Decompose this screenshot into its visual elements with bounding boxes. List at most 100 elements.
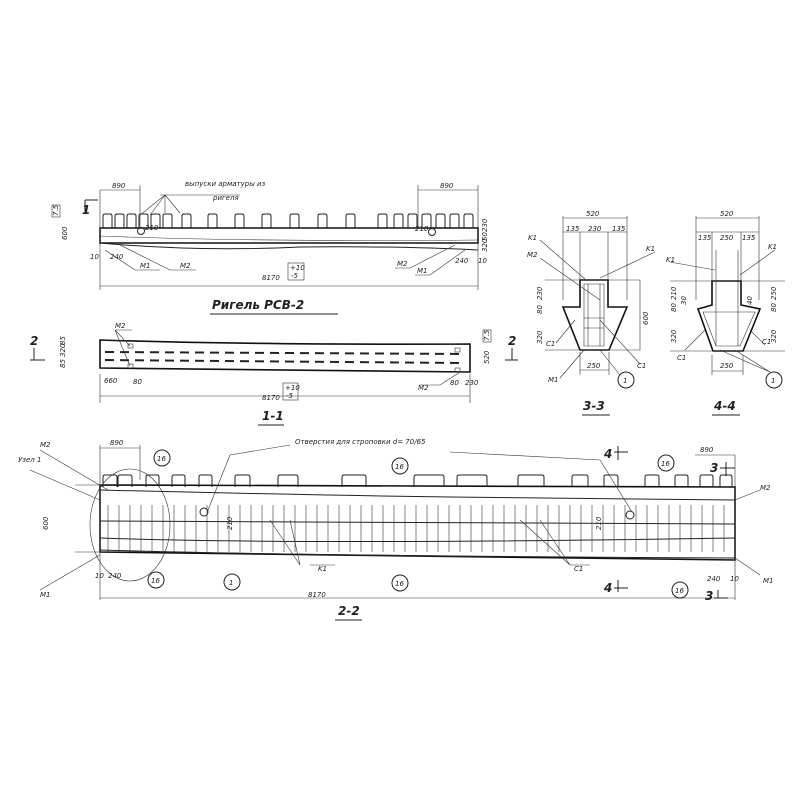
label-k1-right: K1 [768, 243, 777, 251]
frame-stirrups [107, 505, 725, 552]
position-16-circle [153, 449, 171, 467]
dim-660: 660 [104, 377, 118, 385]
position-16-label: 16 [675, 587, 684, 595]
label-m2-right: M2 [760, 484, 771, 492]
dim-320-left: 320 [670, 329, 678, 343]
frame-loop [277, 474, 299, 487]
title-section-2-2: 2-2 [338, 604, 360, 618]
section-2-2: Отверстия для строповки d= 70/65 Узел 1 … [18, 438, 774, 621]
lifting-hole [199, 507, 209, 517]
frame-loop [341, 474, 367, 487]
label-k1-left: K1 [666, 256, 675, 264]
dim-210-left: 210 [226, 516, 234, 530]
dim-240-left: 240 [108, 572, 122, 580]
dim-135-right: 135 [742, 234, 756, 242]
label-k1-right: K1 [646, 245, 655, 253]
rebar-outlet-loop [435, 213, 446, 228]
dim-80-right: 80 [770, 303, 778, 312]
title-beam: Ригель РСВ-2 [212, 298, 304, 312]
rebar-outlets [102, 213, 474, 228]
frame-loop [603, 474, 619, 487]
frame-loop [674, 474, 689, 487]
cut-mark-4-top: 4 [603, 447, 612, 461]
label-m2-left: M2 [180, 262, 191, 270]
label-m1-right: M1 [763, 577, 774, 585]
frame-loop [571, 474, 589, 487]
cut-mark-2-right: 2 [508, 334, 516, 348]
dim-length: 8170 [308, 591, 326, 599]
dim-10-left: 10 [90, 253, 99, 261]
position-1: 1 [229, 579, 233, 587]
rebar-outlet-loop [377, 213, 388, 228]
label-m1-right: M1 [417, 267, 428, 275]
cut-mark-1: 1 [82, 203, 90, 217]
dim-40: 40 [746, 296, 754, 305]
position-16-label: 16 [395, 580, 404, 588]
dim-250-top: 250 [720, 234, 734, 242]
position-16-label: 16 [157, 455, 166, 463]
dim-30: 30 [680, 296, 688, 305]
rebar-outlet-loop [393, 213, 404, 228]
dim-230: 230 [481, 218, 489, 232]
dim-600: 600 [42, 516, 50, 530]
dim-240-left: 240 [110, 253, 124, 261]
beam-elevation: 890 890 выпуски арматуры из ригеля 1 7.5… [51, 180, 489, 315]
dim-135-left: 135 [698, 234, 712, 242]
dim-520: 520 [720, 210, 734, 218]
dim-10-left: 10 [95, 572, 104, 580]
dim-10-right: 10 [478, 257, 487, 265]
position-16-circle [147, 571, 165, 589]
rebar-outlet-loop [150, 213, 161, 228]
position-16-circle [657, 454, 675, 472]
dim-135-right: 135 [612, 225, 626, 233]
rebar-outlet-loop [162, 213, 173, 228]
dim-210-right: 210 [595, 516, 603, 530]
dim-210-left: 210 [145, 224, 159, 232]
dim-240-right: 240 [455, 257, 469, 265]
frame-loop [719, 474, 733, 487]
dim-85-top: 85 [59, 336, 67, 345]
section-1-1: M2 2 85 320 85 660 80 8170 +10 -5 M2 80 … [30, 322, 518, 426]
lifting-hole [625, 510, 635, 520]
dim-520: 520 [483, 350, 491, 364]
frame-loop [517, 474, 545, 487]
label-c1-right: C1 [637, 362, 646, 370]
rebar-outlet-loop [102, 213, 113, 228]
dim-230: 230 [465, 379, 479, 387]
frame-loop [699, 474, 714, 487]
rebar-outlet-loop [345, 213, 356, 228]
level-mark: 7.5 [483, 329, 491, 341]
position-16-circle [391, 574, 409, 592]
dim-320: 320 [59, 343, 67, 357]
cut-mark-4-bottom: 4 [603, 581, 612, 595]
rebar-outlet-loop [181, 213, 192, 228]
dim-50: 50 [481, 232, 489, 241]
dim-250-vertical: 250 [770, 286, 778, 300]
label-c1: C1 [574, 565, 583, 573]
label-m2-bottom: M2 [418, 384, 429, 392]
title-section-3-3: 3-3 [583, 399, 605, 413]
dim-890-right: 890 [440, 182, 454, 190]
rebar-outlet-loop [114, 213, 125, 228]
title-section-1-1: 1-1 [262, 409, 284, 423]
label-m2-right: M2 [397, 260, 408, 268]
position-16-circle [391, 457, 409, 475]
frame-loop [644, 474, 660, 487]
frame-loops [102, 474, 733, 487]
frame-loop [198, 474, 213, 487]
lifting-hole [428, 228, 436, 236]
dim-600: 600 [642, 311, 650, 325]
label-m2-top: M2 [115, 322, 126, 330]
dim-250-bottom: 250 [720, 362, 734, 370]
rebar-outlet-loop [463, 213, 474, 228]
position-16-circle [671, 581, 689, 599]
rebar-outlet-loop [261, 213, 272, 228]
label-k1: K1 [318, 565, 327, 573]
tolerance-plus: +10 [285, 384, 300, 392]
rebar-outlet-loop [289, 213, 300, 228]
position-16-label: 16 [661, 460, 670, 468]
dim-320-right: 320 [770, 329, 778, 343]
rebar-outlet-loop [449, 213, 460, 228]
note-lifting-holes: Отверстия для строповки d= 70/65 [295, 438, 426, 446]
